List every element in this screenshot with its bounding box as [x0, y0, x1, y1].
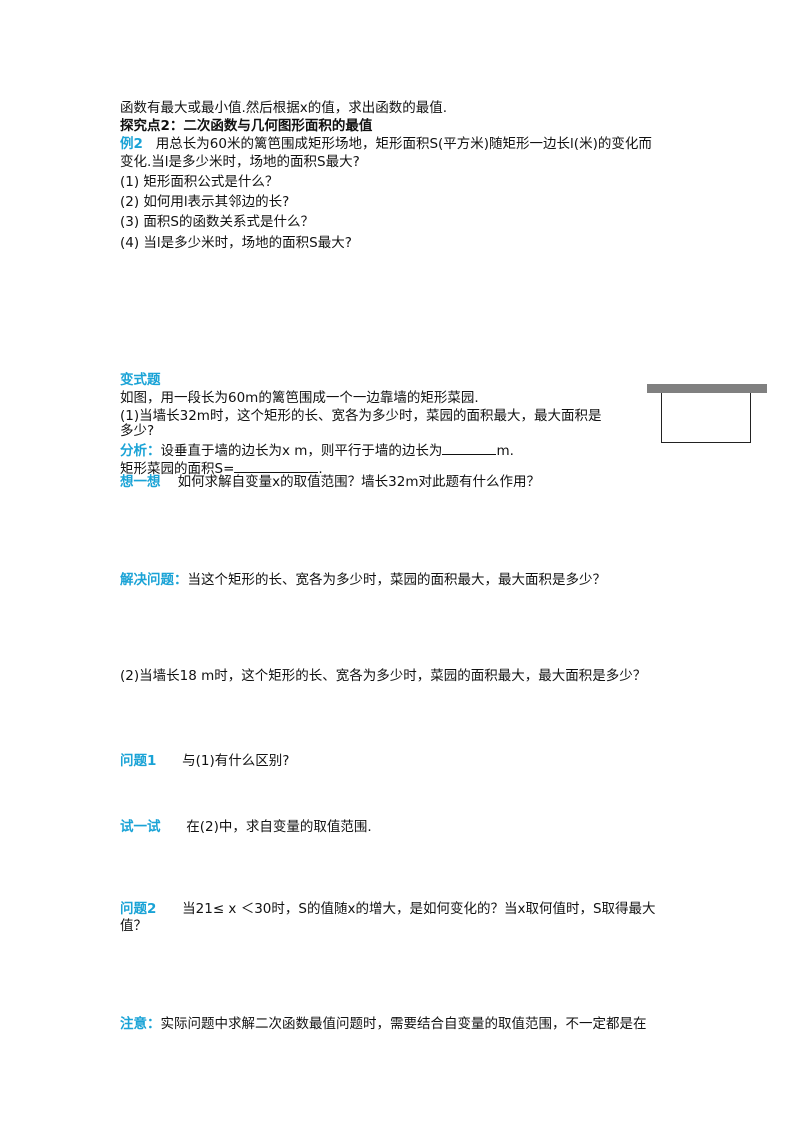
analysis-line: 分析：设垂直于墙的边长为x m，则平行于墙的边长为 m. [120, 440, 514, 460]
parallel-side-blank[interactable] [442, 440, 497, 455]
think-line: 想一想 如何求解自变量x的取值范围？墙长32m对此题有什么作用？ [120, 473, 540, 491]
part2-line: (2)当墙长18 m时，这个矩形的长、宽各为多少时，菜园的面积最大，最大面积是多… [120, 668, 647, 684]
example2-line2: 变化.当l是多少米时，场地的面积S最大? [120, 154, 360, 170]
note-label: 注意： [120, 1016, 161, 1032]
think-label: 想一想 [120, 474, 161, 490]
area-blank[interactable] [234, 458, 319, 473]
area-line: 矩形菜园的面积S=. [120, 458, 323, 478]
area-end: . [318, 461, 323, 477]
example2-q2: (2) 如何用l表示其邻边的长? [120, 194, 290, 210]
example2-q3: (3) 面积S的函数关系式是什么？ [120, 214, 314, 230]
intro-line: 函数有最大或最小值.然后根据x的值，求出函数的最值. [120, 100, 448, 116]
example2-label: 例2 [120, 136, 143, 152]
analysis-text: 设垂直于墙的边长为x m，则平行于墙的边长为 [160, 443, 443, 459]
try-label: 试一试 [120, 819, 161, 835]
example2-line1: 例2 用总长为60米的篱笆围成矩形场地，矩形面积S(平方米)随矩形一边长l(米)… [120, 135, 652, 153]
garden-rectangle-diagram [661, 393, 751, 443]
section-title: 探究点2：二次函数与几何图形面积的最值 [120, 118, 373, 134]
question2-text-1: 当21≤ x ＜30时，S的值随x的增大，是如何变化的？当x取何值时，S取得最大 [182, 901, 656, 917]
solve-text: 当这个矩形的长、宽各为多少时，菜园的面积最大，最大面积是多少？ [187, 572, 607, 588]
area-text: 矩形菜园的面积S= [120, 461, 235, 477]
variant-line2: (1)当墙长32m时，这个矩形的长、宽各为多少时，菜园的面积最大，最大面积是 [120, 408, 602, 424]
wall-diagram [647, 384, 767, 393]
question2-line1: 问题2 当21≤ x ＜30时，S的值随x的增大，是如何变化的？当x取何值时，S… [120, 900, 656, 918]
try-text: 在(2)中，求自变量的取值范围. [186, 819, 372, 835]
variant-line3: 多少? [120, 423, 155, 439]
note-text: 实际问题中求解二次函数最值问题时，需要结合自变量的取值范围，不一定都是在 [160, 1016, 647, 1032]
example2-q4: (4) 当l是多少米时，场地的面积S最大? [120, 235, 352, 251]
try-line: 试一试 在(2)中，求自变量的取值范围. [120, 818, 372, 836]
analysis-label: 分析： [120, 443, 161, 459]
variant-line1: 如图，用一段长为60m的篱笆围成一个一边靠墙的矩形菜园. [120, 390, 479, 406]
solve-label: 解决问题： [120, 572, 188, 588]
example2-text-1: 用总长为60米的篱笆围成矩形场地，矩形面积S(平方米)随矩形一边长l(米)的变化… [155, 136, 652, 152]
question2-line2: 值？ [120, 918, 147, 934]
note-line: 注意：实际问题中求解二次函数最值问题时，需要结合自变量的取值范围，不一定都是在 [120, 1015, 647, 1033]
variant-label: 变式题 [120, 372, 161, 388]
question2-label: 问题2 [120, 901, 157, 917]
analysis-unit: m. [496, 443, 514, 459]
question1-label: 问题1 [120, 753, 157, 769]
example2-q1: (1) 矩形面积公式是什么？ [120, 174, 279, 190]
solve-line: 解决问题：当这个矩形的长、宽各为多少时，菜园的面积最大，最大面积是多少？ [120, 571, 606, 589]
question1-line: 问题1 与(1)有什么区别? [120, 752, 289, 770]
question1-text: 与(1)有什么区别? [182, 753, 290, 769]
think-text: 如何求解自变量x的取值范围？墙长32m对此题有什么作用？ [177, 474, 540, 490]
